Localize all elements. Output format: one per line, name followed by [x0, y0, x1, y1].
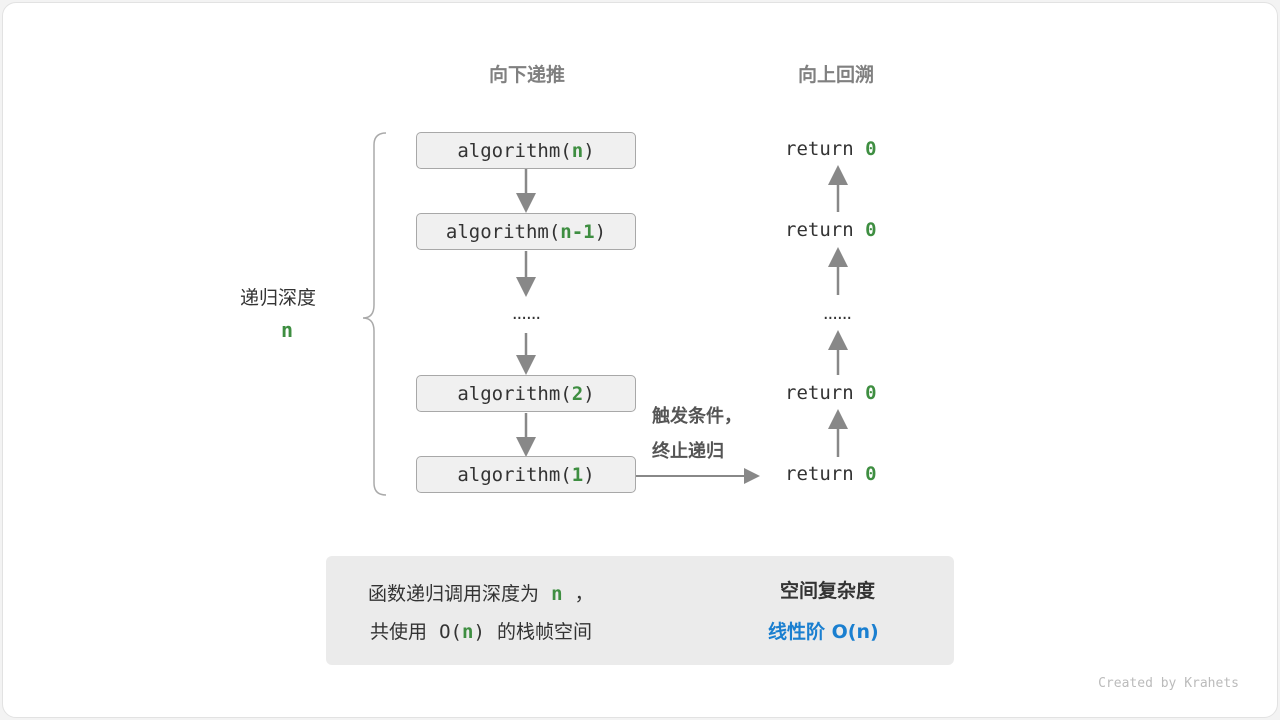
depth-var: n	[281, 318, 294, 342]
result-value: 线性阶 O(n)	[768, 621, 879, 643]
trigger-line1: 触发条件，	[652, 406, 742, 427]
call-box: algorithm(n-1)	[416, 213, 636, 250]
watermark: Created by Krahets	[1098, 676, 1239, 691]
summary-panel	[326, 556, 954, 665]
call-box: algorithm(n)	[416, 132, 636, 169]
ellipsis: ······	[822, 308, 852, 329]
call-box: algorithm(2)	[416, 375, 636, 412]
depth-brace	[362, 132, 387, 496]
depth-label: 递归深度	[240, 287, 317, 309]
result-title: 空间复杂度	[780, 580, 876, 602]
return-text: return 0	[785, 382, 877, 404]
heading-backtrack-up: 向上回溯	[797, 64, 875, 86]
summary-line1: 函数递归调用深度为 n ，	[368, 583, 594, 605]
trigger-line2: 终止递归	[652, 441, 724, 462]
call-box: algorithm(1)	[416, 456, 636, 493]
return-text: return 0	[785, 463, 877, 485]
return-text: return 0	[785, 138, 877, 160]
summary-line2: 共使用 O(n) 的栈帧空间	[370, 621, 593, 643]
return-text: return 0	[785, 219, 877, 241]
ellipsis: ······	[511, 308, 541, 329]
heading-recurse-down: 向下递推	[488, 64, 566, 86]
